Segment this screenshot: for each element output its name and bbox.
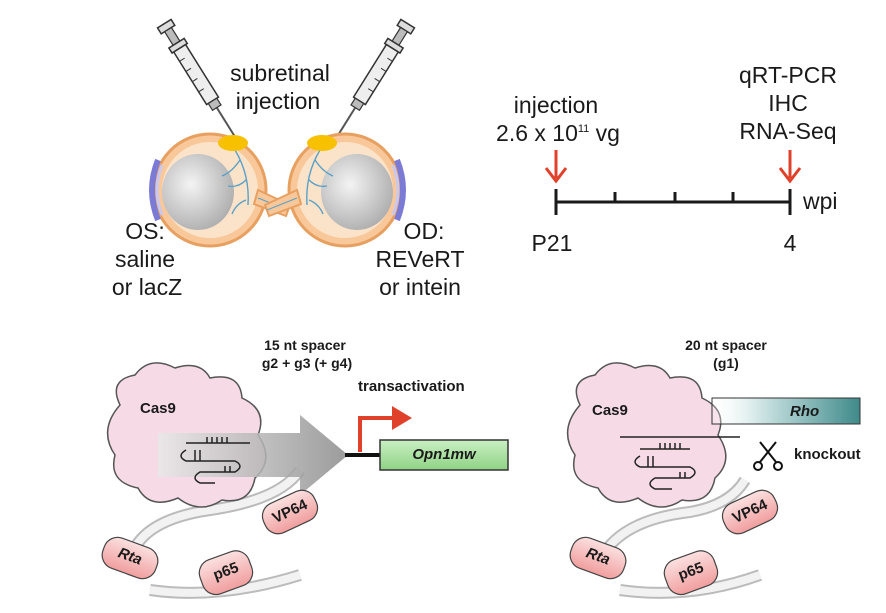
vp64-domain (261, 489, 319, 535)
p65-domain (198, 550, 254, 596)
injection-label-line2: injection (235, 88, 321, 114)
activation-spacer-line2: g2 + g3 (+ g4) (261, 355, 353, 371)
od-treatment-label: REVeRT (375, 246, 465, 272)
p65-domain-knockout (663, 550, 719, 596)
opn1mw-gene (379, 439, 509, 471)
os-label: OS: (125, 218, 165, 244)
end-red-arrow-icon (778, 150, 802, 184)
knockout-label: knockout (794, 446, 861, 463)
timeline-start-event: injection (513, 92, 599, 118)
dose-exponent: 11 (577, 123, 590, 135)
vp64-domain-knockout (721, 489, 779, 535)
timeline-end-label: 4 (783, 230, 797, 256)
os-treatment-label: saline (114, 246, 176, 272)
rta-domain (101, 536, 159, 580)
rho-gene (711, 397, 861, 425)
od-label: OD: (403, 218, 445, 244)
activation-spacer-line1: 15 nt spacer (264, 337, 346, 353)
guide-rna-icon (180, 437, 250, 484)
transactivation-arrow-icon (358, 406, 412, 452)
knockout-spacer-line2: (g1) (713, 355, 739, 371)
right-syringe-icon (336, 18, 416, 137)
cas9-label-knockout: Cas9 (592, 402, 628, 419)
transactivation-label: transactivation (358, 378, 465, 395)
os-control-label: or lacZ (111, 274, 183, 300)
cas9-blob-knockout (566, 362, 727, 508)
cas9-label: Cas9 (140, 400, 176, 417)
dose-base: 2.6 x 10 (496, 120, 578, 146)
injection-label-line1: subretinal (230, 60, 330, 86)
timeline-end-event-1: qRT-PCR (739, 62, 837, 88)
scissors-icon (753, 441, 783, 471)
timeline-unit: wpi (803, 188, 838, 214)
start-red-arrow-icon (544, 150, 568, 184)
knockout-construct (566, 362, 861, 599)
rho-label: Rho (790, 403, 820, 420)
right-eye (263, 18, 416, 248)
timeline-start-label: P21 (531, 230, 573, 256)
dose-unit: vg (589, 120, 620, 146)
timeline (544, 150, 802, 215)
guide-rna-icon-knockout (620, 436, 740, 490)
opn1mw-label: Opn1mw (412, 446, 476, 463)
rta-domain-knockout (569, 536, 627, 580)
timeline-end-event-3: RNA-Seq (739, 118, 837, 144)
left-syringe-icon (156, 18, 236, 137)
grey-arrow-icon (158, 415, 348, 495)
activation-construct (101, 362, 509, 599)
knockout-spacer-line1: 20 nt spacer (685, 337, 767, 353)
od-alt-label: or intein (379, 274, 461, 300)
timeline-end-event-2: IHC (768, 90, 808, 116)
timeline-dose: 2.6 x 1011 vg (496, 120, 620, 146)
